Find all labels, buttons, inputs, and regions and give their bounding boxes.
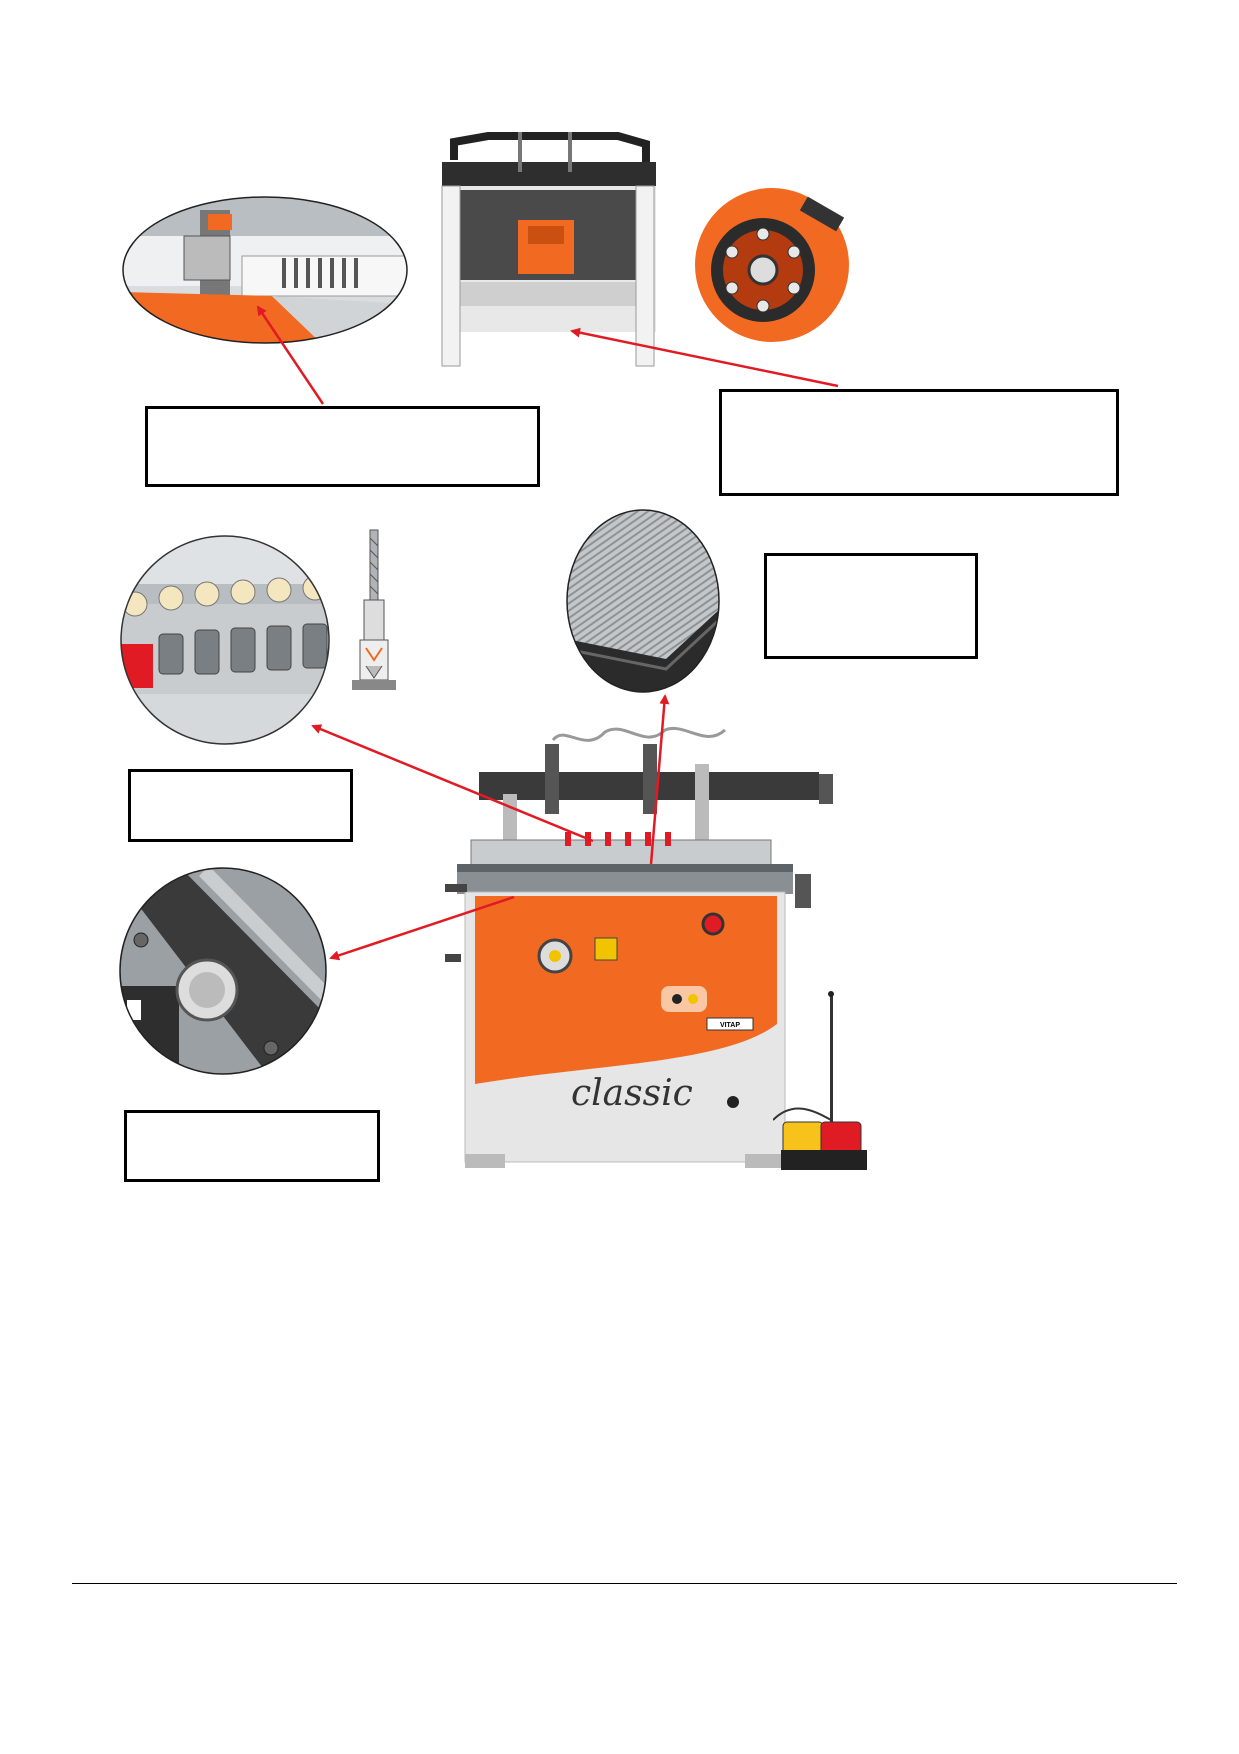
table-surface-photo	[566, 509, 720, 693]
machine-model-logo: classic	[571, 1073, 693, 1114]
callout-box-drill-chucks	[128, 769, 353, 842]
arrow-fence-adjust	[329, 895, 515, 961]
foot-pedal-photo	[773, 990, 881, 1174]
arrow-spindle	[256, 305, 325, 405]
arrow-motor	[570, 327, 839, 388]
footer-divider	[72, 1583, 1177, 1584]
fence-adjust-photo	[119, 866, 327, 1076]
spindle-closeup-photo	[122, 196, 408, 344]
drill-chucks-photo	[119, 534, 331, 746]
arrow-drill-chucks	[311, 724, 594, 843]
motor-flange-photo	[693, 186, 851, 344]
machine-interior-photo	[438, 122, 660, 372]
control-panel-badge: VITAP	[720, 1022, 740, 1029]
callout-box-spindle	[145, 406, 540, 487]
callout-box-table-surface	[764, 553, 978, 659]
callout-box-fence-adjust	[124, 1110, 380, 1182]
arrow-table-surface	[649, 694, 670, 865]
callout-box-motor	[719, 389, 1119, 496]
drill-bit-diagram	[348, 528, 400, 712]
